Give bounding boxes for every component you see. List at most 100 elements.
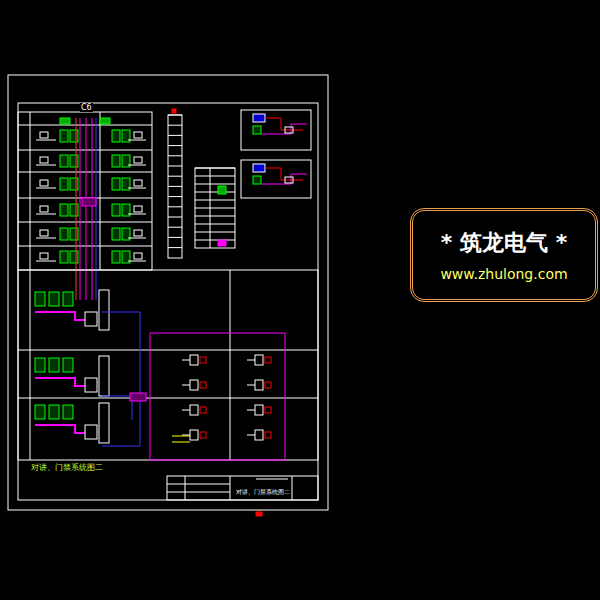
branch-wire	[247, 410, 255, 411]
note-rule	[168, 176, 182, 177]
indoor-unit	[112, 251, 120, 263]
branch-wire	[36, 238, 56, 239]
device-symbol	[285, 177, 293, 183]
terminal-strip	[99, 403, 109, 443]
building-panel	[18, 270, 318, 460]
reader-symbol	[255, 380, 263, 390]
indoor-unit	[112, 155, 120, 167]
table-rule	[195, 216, 235, 217]
reader-symbol	[190, 405, 198, 415]
note-rule	[168, 237, 182, 238]
device-symbol	[40, 253, 48, 259]
lock-symbol	[200, 432, 206, 438]
table-heading: C6	[80, 103, 93, 112]
panel-rule	[30, 270, 31, 460]
detail-wire	[261, 174, 307, 184]
device-symbol	[285, 127, 293, 133]
branch-wire	[128, 214, 146, 215]
lock-symbol	[265, 432, 271, 438]
table-rule	[100, 112, 101, 270]
branch-wire	[128, 238, 146, 239]
terminal-strip	[99, 356, 109, 396]
indoor-unit	[112, 130, 120, 142]
note-rule	[168, 135, 182, 136]
bus-cable	[102, 312, 140, 446]
branch-wire	[128, 188, 146, 189]
table-rule	[195, 200, 235, 201]
monitor-symbol	[253, 164, 265, 172]
indoor-unit	[112, 228, 120, 240]
symbol-sample	[218, 186, 226, 194]
distributor	[82, 198, 96, 206]
title-rule	[292, 476, 293, 500]
module-symbol	[253, 126, 261, 134]
lock-symbol	[265, 407, 271, 413]
panel-rule	[18, 398, 318, 399]
note-column	[168, 115, 182, 258]
title-rule	[167, 492, 230, 493]
door-station	[35, 292, 45, 306]
door-wire	[35, 312, 85, 320]
controller-box	[85, 312, 97, 326]
distributor	[130, 393, 146, 401]
indoor-unit	[60, 155, 68, 167]
indoor-unit	[70, 130, 78, 142]
node-text: 对讲、门禁系统图二	[236, 488, 290, 497]
title-rule	[256, 479, 288, 480]
branch-wire	[128, 261, 146, 262]
door-station	[49, 358, 59, 372]
controller-box	[85, 425, 97, 439]
note-rule	[168, 125, 182, 126]
detail-box	[241, 110, 311, 150]
branch-wire	[182, 360, 190, 361]
table-rule	[30, 112, 31, 270]
device-symbol	[134, 180, 142, 186]
note-rule	[168, 166, 182, 167]
floor-table	[18, 112, 152, 270]
indoor-unit	[60, 251, 68, 263]
branch-wire	[36, 188, 56, 189]
branch-wire	[182, 385, 190, 386]
note-rule	[168, 247, 182, 248]
door-station	[63, 292, 73, 306]
lock-symbol	[200, 357, 206, 363]
bus-cable	[102, 396, 132, 420]
watermark-box: * 筑龙电气 *www.zhulong.com	[410, 208, 598, 302]
device-symbol	[134, 206, 142, 212]
riser-cable	[92, 118, 93, 300]
table-rule	[195, 240, 235, 241]
device-symbol	[40, 206, 48, 212]
table-rule	[195, 232, 235, 233]
header-mark	[100, 118, 110, 124]
reader-symbol	[190, 430, 198, 440]
device-symbol	[40, 230, 48, 236]
material-table	[195, 168, 235, 248]
table-rule	[195, 208, 235, 209]
table-rule	[18, 246, 152, 247]
detail-box	[241, 160, 311, 198]
reader-symbol	[190, 380, 198, 390]
device-symbol	[40, 132, 48, 138]
table-rule	[195, 184, 235, 185]
header-mark	[60, 118, 70, 124]
riser-cable	[80, 118, 81, 300]
riser-cable	[96, 118, 97, 300]
indoor-unit	[70, 155, 78, 167]
exit-wire	[172, 436, 190, 437]
branch-wire	[128, 165, 146, 166]
reader-symbol	[255, 355, 263, 365]
branch-wire	[247, 360, 255, 361]
device-symbol	[134, 253, 142, 259]
inner-frame	[18, 103, 318, 500]
table-rule	[195, 176, 235, 177]
table-rule	[18, 125, 152, 126]
branch-wire	[182, 435, 190, 436]
exit-wire	[172, 442, 190, 443]
riser-cable	[86, 118, 87, 300]
note-rule	[168, 186, 182, 187]
sheet-frame	[8, 75, 328, 510]
door-wire	[35, 425, 85, 433]
door-station	[35, 358, 45, 372]
indoor-unit	[70, 178, 78, 190]
